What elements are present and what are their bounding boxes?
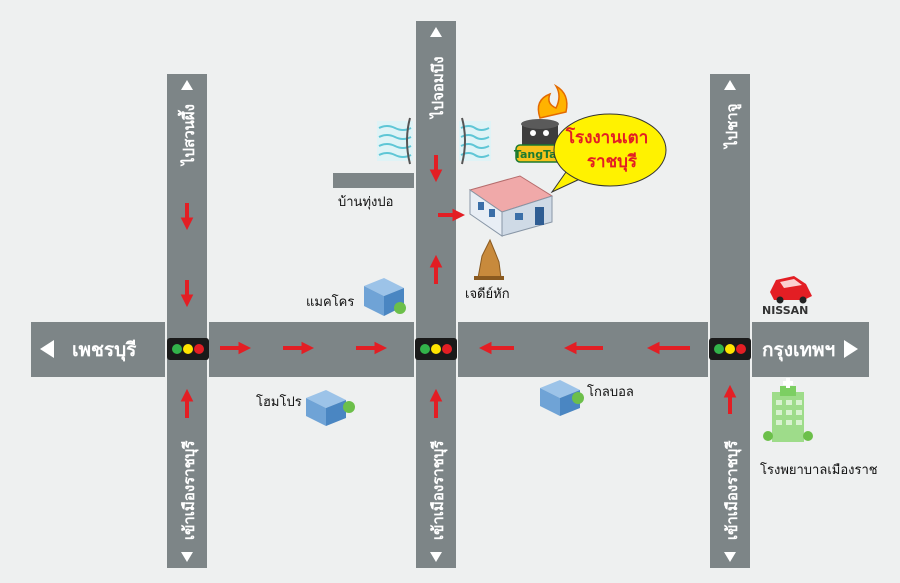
global-label: โกลบอล — [587, 384, 634, 400]
homepro-label: โฮมโปร — [256, 394, 302, 410]
center-road-down-arrowhead-icon — [430, 552, 442, 562]
left-cross-road — [165, 72, 209, 570]
west-arrowhead-icon — [40, 340, 54, 358]
pagoda-label: เจดีย์หัก — [465, 286, 510, 302]
hospital-building-icon — [763, 378, 813, 442]
factory-callout: โรงงานเตา ราชบุรี — [550, 113, 667, 194]
nissan-car-icon — [770, 276, 812, 304]
left-up-road-label: ไปสวนผึ้ง — [177, 104, 198, 167]
center-down-road-label: เข้าเมืองราชบุรี — [429, 440, 448, 540]
center-road-up-arrowhead-icon — [430, 27, 442, 37]
right-road-up-arrowhead-icon — [724, 80, 736, 90]
left-down-road-label: เข้าเมืองราชบุรี — [180, 440, 199, 540]
roads — [29, 19, 871, 570]
center-cross-road — [414, 19, 458, 570]
center-up-road-label: ไปจอมบึง — [428, 56, 447, 120]
left-road-down-arrowhead-icon — [181, 552, 193, 562]
right-down-road-label: เข้าเมืองราชบุรี — [723, 440, 742, 540]
makro-label: แมคโคร — [306, 294, 354, 310]
tangtao-brand-text: TangTao — [514, 148, 565, 161]
factory-callout-text: โรงงานเตา ราชบุรี — [565, 127, 654, 172]
west-road-label: เพชรบุรี — [72, 339, 137, 362]
east-arrowhead-icon — [844, 340, 858, 358]
homepro-building-icon — [306, 390, 355, 426]
left-road-up-arrowhead-icon — [181, 80, 193, 90]
hospital-label: โรงพยาบาลเมืองราช — [760, 462, 878, 478]
traffic-light-center — [415, 338, 457, 360]
factory-building-icon — [468, 175, 554, 237]
east-road-label: กรุงเทพฯ — [762, 339, 835, 362]
nissan-label: NISSAN — [762, 304, 808, 317]
traffic-light-right — [709, 338, 751, 360]
direction-arrows — [180, 155, 737, 418]
right-road-down-arrowhead-icon — [724, 552, 736, 562]
tangtao-logo: TangTao — [514, 83, 568, 163]
right-up-road-label: ไปชาจู — [722, 104, 742, 150]
bridge-water-icon — [377, 117, 491, 165]
makro-building-icon — [364, 278, 406, 316]
right-cross-road — [708, 72, 752, 570]
pagoda-icon — [474, 238, 504, 280]
global-building-icon — [540, 380, 584, 416]
traffic-light-left — [167, 338, 209, 360]
village-label: บ้านทุ่งปอ — [338, 195, 393, 210]
